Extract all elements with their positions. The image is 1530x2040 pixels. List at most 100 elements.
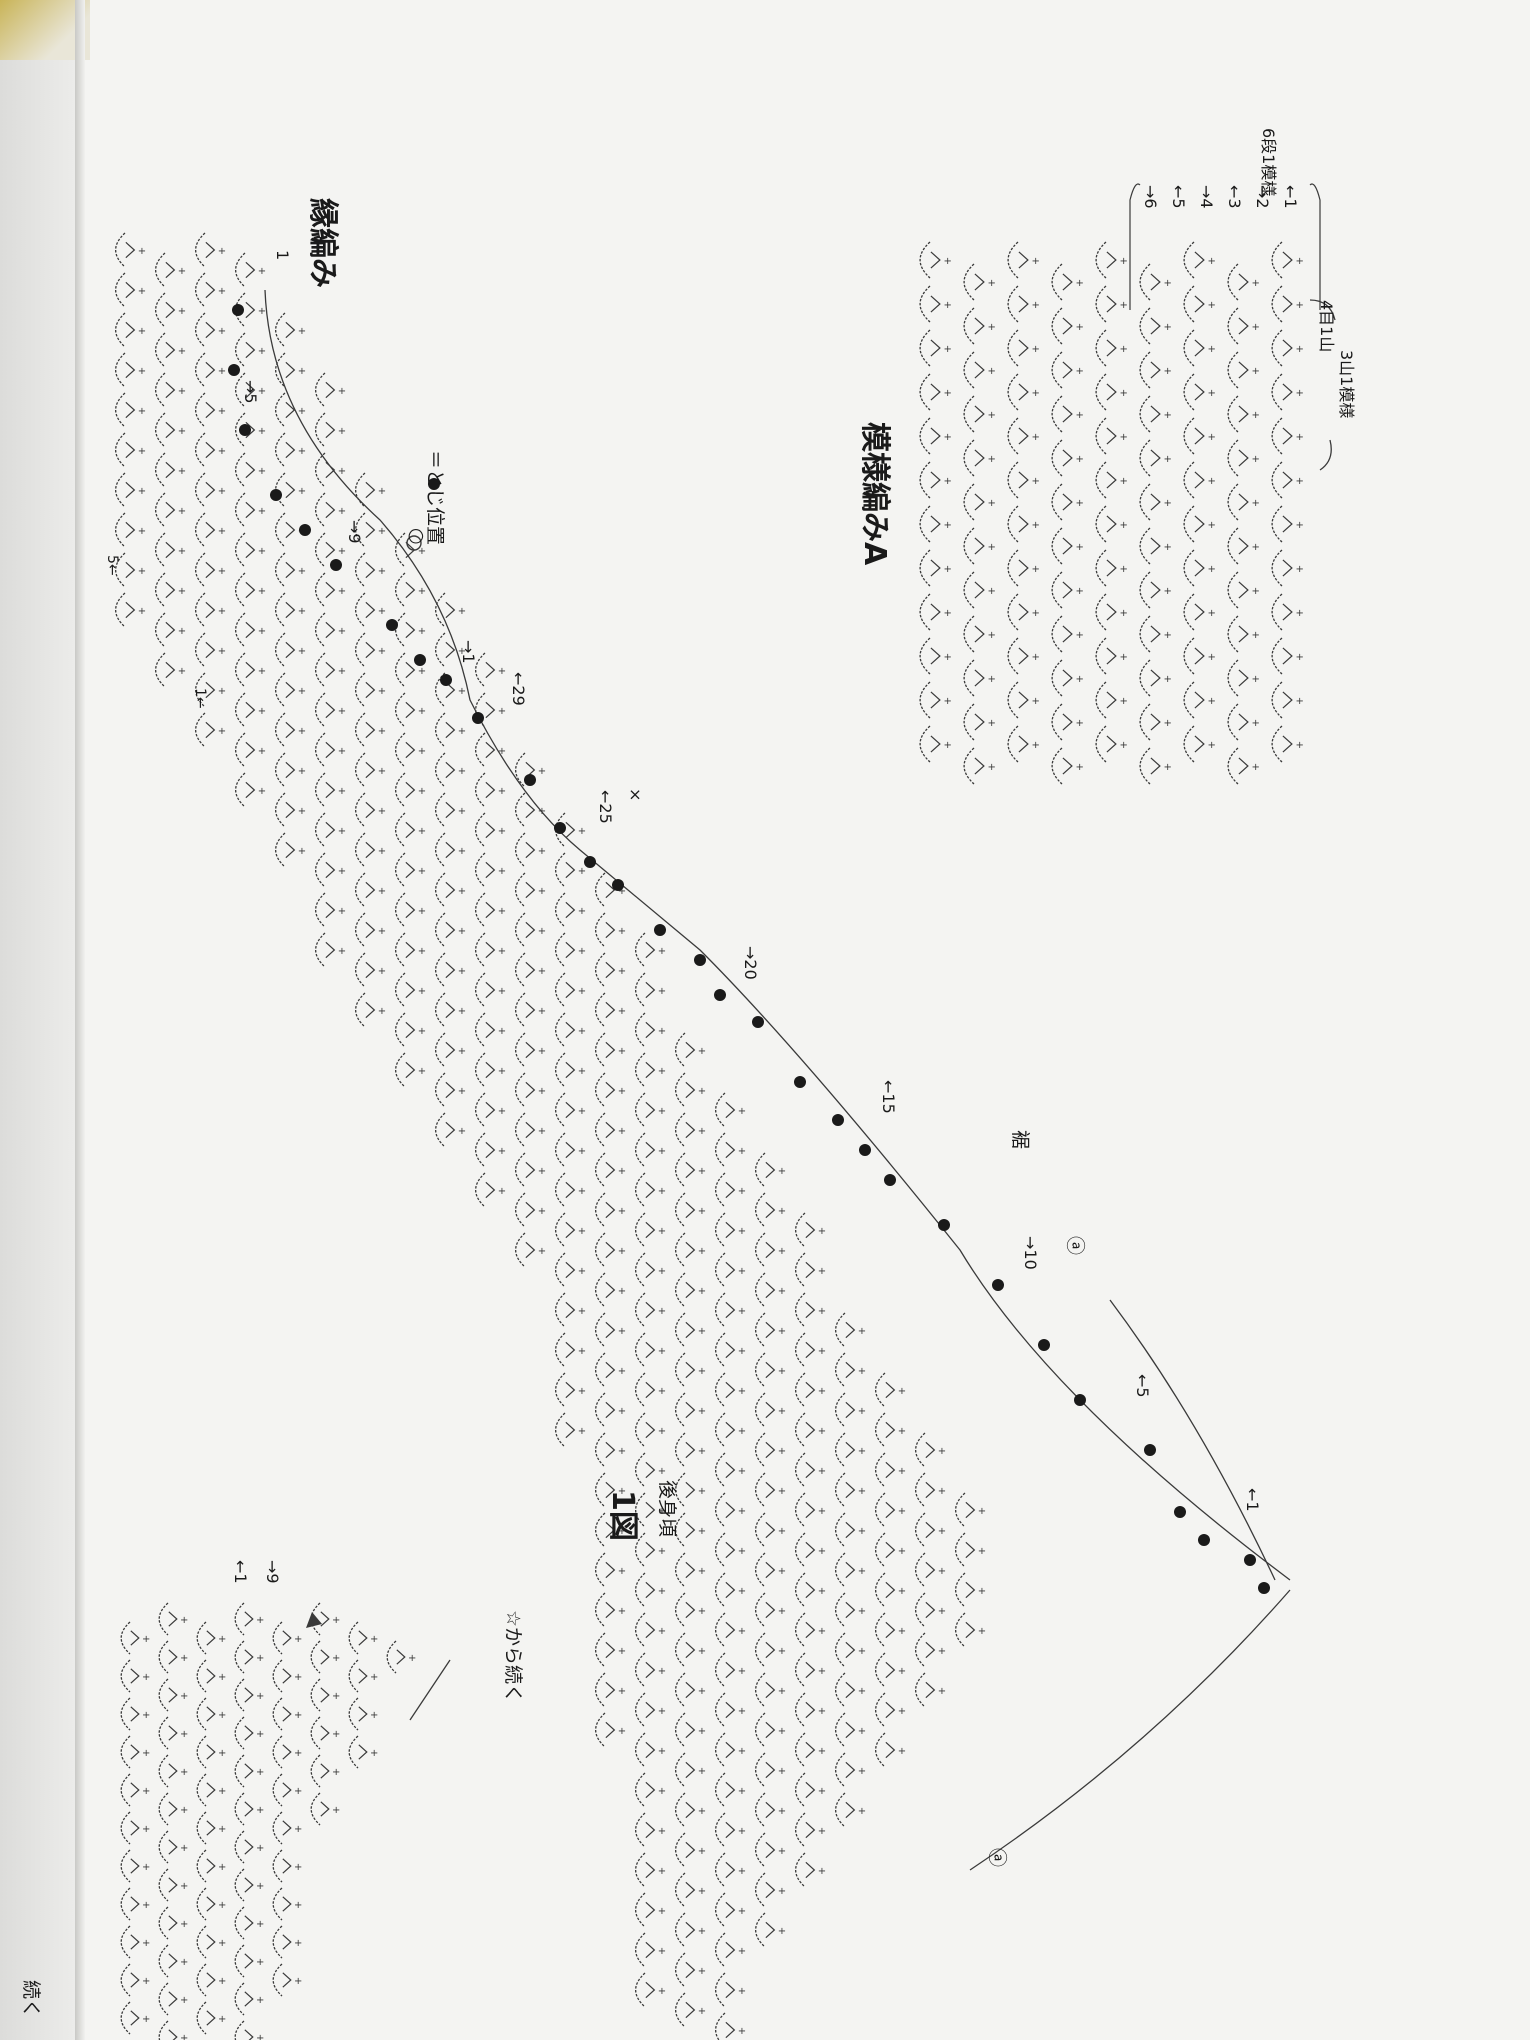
join-dot: [612, 879, 624, 891]
sc-mark: +: [138, 286, 146, 297]
v-stitch: [645, 1781, 656, 1799]
chain-arch: [120, 1849, 131, 1883]
sc-mark: +: [1252, 586, 1260, 597]
chain-arch: [1007, 285, 1019, 323]
page-gutter: [75, 0, 85, 2040]
sc-mark: +: [944, 344, 952, 355]
v-stitch: [282, 1668, 292, 1684]
v-stitch: [358, 1630, 368, 1646]
v-stitch: [205, 241, 216, 259]
v-stitch: [1150, 361, 1161, 379]
sc-mark: +: [1296, 432, 1304, 443]
chain-arch: [515, 752, 526, 788]
v-stitch: [605, 1521, 616, 1539]
sc-mark: +: [338, 466, 346, 477]
join-dot: [1244, 1554, 1256, 1566]
chain-arch: [435, 1112, 446, 1148]
sc-mark: +: [256, 1881, 264, 1892]
chain-arch: [275, 832, 286, 868]
chain-arch: [795, 1532, 806, 1568]
chain-arch: [435, 912, 446, 948]
sc-mark: +: [1208, 300, 1216, 311]
sc-mark: +: [178, 506, 186, 517]
v-stitch: [974, 713, 985, 731]
sc-mark: +: [218, 606, 226, 617]
v-stitch: [805, 1541, 816, 1559]
chain-arch: [755, 1792, 766, 1828]
sc-mark: +: [1252, 542, 1260, 553]
v-stitch: [365, 681, 376, 699]
chain-arch: [755, 1832, 766, 1868]
chain-arch: [235, 452, 246, 488]
v-stitch: [685, 1681, 696, 1699]
sc-mark: +: [578, 866, 586, 877]
sc-mark: +: [938, 1446, 946, 1457]
chain-arch: [715, 1732, 726, 1768]
sc-mark: +: [338, 586, 346, 597]
sc-mark: +: [1120, 652, 1128, 663]
v-stitch: [168, 1611, 178, 1627]
join-dot: [414, 654, 426, 666]
sc-mark: +: [658, 1146, 666, 1157]
sc-mark: +: [378, 606, 386, 617]
chain-arch: [755, 1752, 766, 1788]
v-stitch: [805, 1741, 816, 1759]
v-stitch: [1018, 647, 1029, 665]
chain-arch: [155, 332, 166, 368]
chain-arch: [635, 1812, 646, 1848]
sc-mark: +: [618, 1126, 626, 1137]
chain-arch: [435, 592, 446, 628]
edging-row-label: ←1: [1243, 1488, 1262, 1512]
chain-arch: [315, 372, 326, 408]
sc-mark: +: [858, 1406, 866, 1417]
sc-mark: +: [498, 826, 506, 837]
sc-mark: +: [738, 1946, 746, 1957]
sc-mark: +: [180, 1919, 188, 1930]
sc-mark: +: [538, 1046, 546, 1057]
chain-arch: [355, 752, 366, 788]
chain-arch: [595, 1552, 606, 1588]
chain-arch: [196, 1735, 207, 1769]
sc-mark: +: [618, 1006, 626, 1017]
chain-arch: [272, 1811, 283, 1845]
sc-mark: +: [258, 466, 266, 477]
chain-arch: [195, 232, 206, 268]
chain-arch: [234, 1716, 245, 1750]
sc-mark: +: [418, 826, 426, 837]
chain-arch: [755, 1712, 766, 1748]
chain-arch: [395, 892, 406, 928]
chain-arch: [1227, 615, 1239, 653]
chain-arch: [1183, 593, 1195, 631]
sc-mark: +: [338, 626, 346, 637]
sc-mark: +: [658, 1226, 666, 1237]
chain-arch: [1271, 417, 1283, 455]
v-stitch: [165, 381, 176, 399]
sc-mark: +: [418, 746, 426, 757]
triangle-marker: [306, 1612, 322, 1628]
chain-arch: [795, 1372, 806, 1408]
v-stitch: [1062, 713, 1073, 731]
sc-mark: +: [818, 1866, 826, 1877]
v-stitch: [1106, 559, 1117, 577]
sc-mark: +: [418, 946, 426, 957]
sc-mark: +: [658, 1906, 666, 1917]
chain-arch: [1139, 395, 1151, 433]
sc-mark: +: [218, 1862, 226, 1873]
chain-arch: [275, 792, 286, 828]
v-stitch: [1062, 449, 1073, 467]
sc-mark: +: [1208, 740, 1216, 751]
v-stitch: [1106, 691, 1117, 709]
v-stitch: [244, 1763, 254, 1779]
sc-mark: +: [142, 1938, 150, 1949]
sc-mark: +: [944, 432, 952, 443]
sc-mark: +: [178, 466, 186, 477]
sc-mark: +: [778, 1646, 786, 1657]
v-stitch: [168, 1991, 178, 2007]
v-stitch: [525, 1241, 536, 1259]
chain-arch: [395, 652, 406, 688]
v-stitch: [1106, 251, 1117, 269]
v-stitch: [645, 1701, 656, 1719]
chain-arch: [675, 1152, 686, 1188]
v-stitch: [282, 1744, 292, 1760]
v-stitch: [1238, 273, 1249, 291]
